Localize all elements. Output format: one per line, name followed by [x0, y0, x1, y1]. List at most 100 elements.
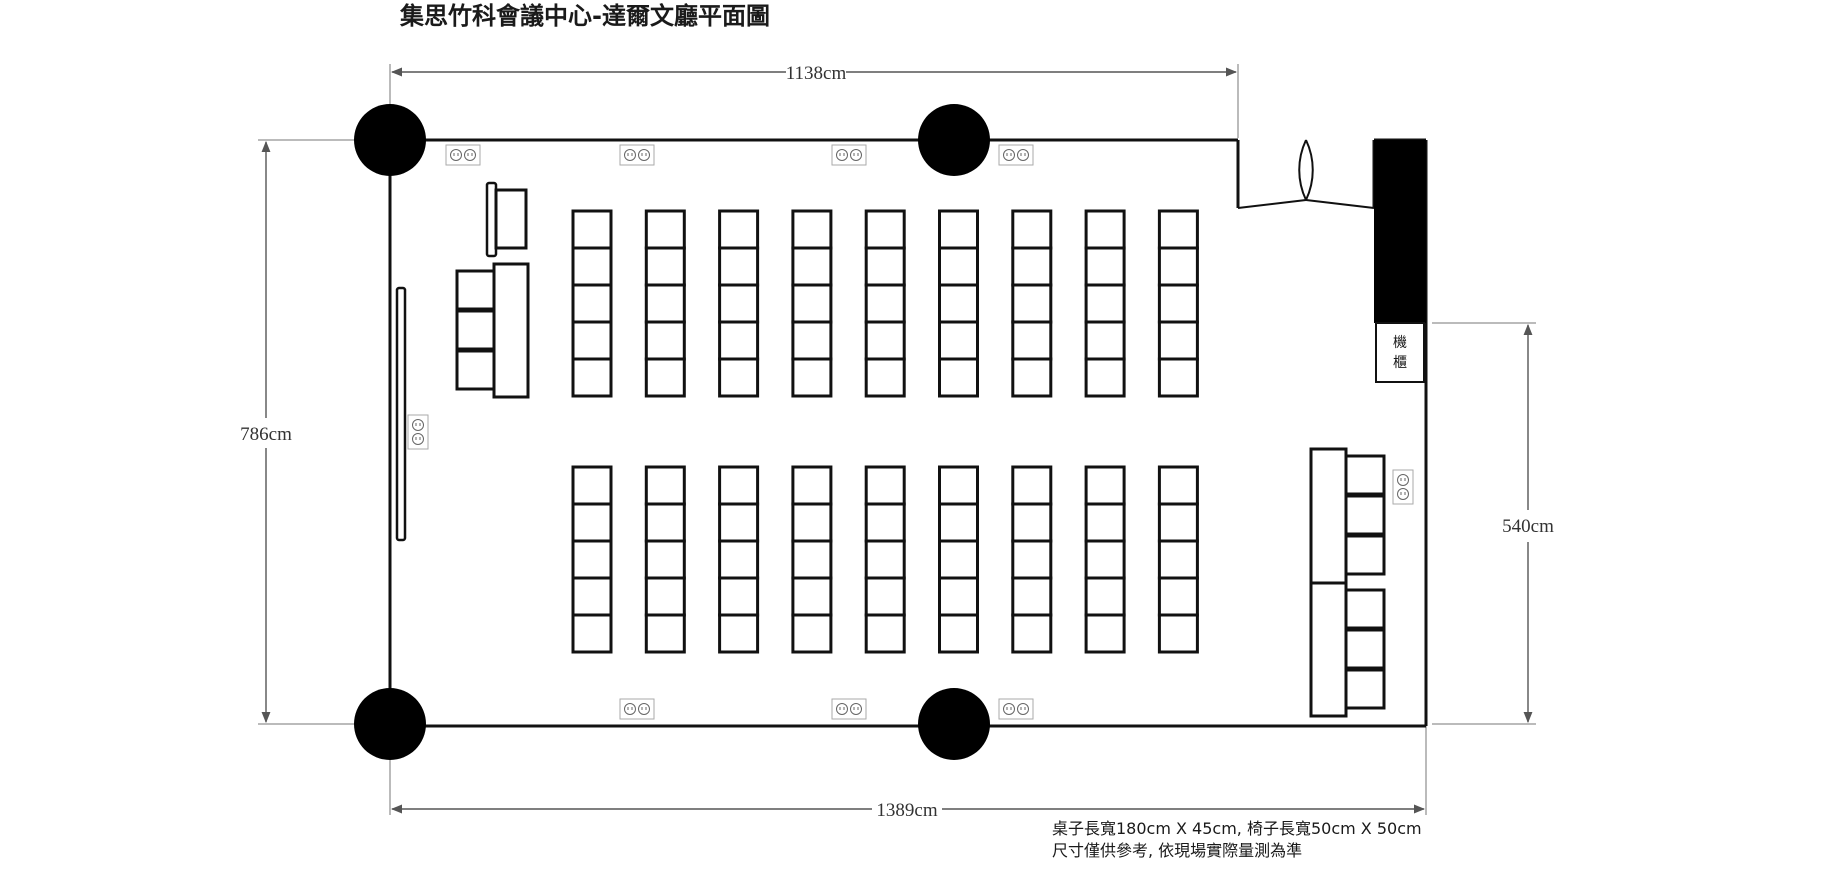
dimension-right: 540cm	[1432, 322, 1554, 725]
audience-chair	[1084, 209, 1126, 250]
pillars	[354, 104, 990, 760]
audience-chair	[864, 465, 906, 506]
audience-chair	[718, 539, 760, 580]
audience-chair	[1084, 502, 1126, 543]
audience-chair	[864, 320, 906, 361]
audience-chair	[644, 539, 686, 580]
audience-chair	[1084, 465, 1126, 506]
audience-chair	[1157, 465, 1199, 506]
audience-chair	[1011, 320, 1053, 361]
audience-chair	[864, 576, 906, 617]
audience-chair	[644, 246, 686, 287]
speaker-table	[455, 262, 530, 399]
audience-chair	[718, 320, 760, 361]
audience-chair	[1157, 209, 1199, 250]
power-outlet-icon	[619, 698, 655, 720]
audience-chair	[1011, 246, 1053, 287]
audience-chair	[1157, 539, 1199, 580]
audience-chair	[791, 357, 833, 398]
audience-chair	[644, 465, 686, 506]
power-outlet-icon	[998, 144, 1034, 166]
power-outlet-icon	[831, 144, 867, 166]
audience-chair	[571, 246, 613, 287]
audience-chair	[864, 539, 906, 580]
audience-chair	[1157, 613, 1199, 654]
audience-chair	[571, 502, 613, 543]
audience-chair	[1157, 283, 1199, 324]
audience-chair	[644, 613, 686, 654]
power-outlet-icon	[1392, 469, 1414, 505]
audience-seating	[571, 209, 1199, 654]
podium	[485, 181, 528, 258]
dimension-left: 786cm	[240, 139, 390, 725]
audience-chair	[571, 613, 613, 654]
pillar-top-left	[354, 104, 426, 176]
audience-chair	[938, 320, 979, 361]
audience-chair	[1011, 465, 1053, 506]
audience-chair	[718, 283, 760, 324]
audience-chair	[791, 320, 833, 361]
power-outlet-icon	[619, 144, 655, 166]
audience-chair	[571, 576, 613, 617]
dimension-left-label: 786cm	[240, 424, 292, 445]
note-disclaimer: 尺寸僅供參考, 依現場實際量測為準	[1052, 841, 1302, 860]
audience-chair	[718, 357, 760, 398]
audience-chair	[864, 357, 906, 398]
side-chair	[1344, 494, 1386, 536]
dimension-right-label: 540cm	[1502, 516, 1554, 537]
cabinet-label-2: 櫃	[1393, 355, 1407, 371]
audience-chair	[571, 539, 613, 580]
audience-chair	[938, 502, 979, 543]
room-walls	[388, 138, 1428, 728]
audience-chair	[1011, 576, 1053, 617]
audience-chair	[1084, 539, 1126, 580]
audience-chair	[791, 539, 833, 580]
dimension-bottom-label: 1389cm	[876, 800, 937, 821]
audience-chair	[718, 502, 760, 543]
audience-chair	[644, 283, 686, 324]
power-outlet-icon	[998, 698, 1034, 720]
audience-chair	[571, 465, 613, 506]
audience-chair	[864, 209, 906, 250]
speaker-chair	[455, 269, 496, 311]
audience-chair	[938, 613, 979, 654]
audience-chair	[1157, 576, 1199, 617]
note-table-size: 桌子長寬180cm X 45cm, 椅子長寬50cm X 50cm	[1052, 819, 1422, 838]
equipment-cabinet: 機 櫃	[1374, 140, 1426, 383]
audience-chair	[791, 613, 833, 654]
side-chair	[1344, 628, 1386, 670]
audience-chair	[718, 465, 760, 506]
side-chair	[1344, 534, 1386, 576]
audience-chair	[1157, 357, 1199, 398]
plan-title: 集思竹科會議中心-達爾文廳平面圖	[399, 2, 770, 30]
audience-chair	[718, 246, 760, 287]
audience-chair	[1084, 357, 1126, 398]
audience-chair	[571, 320, 613, 361]
audience-chair	[938, 465, 979, 506]
dimension-top: 1138cm	[389, 63, 1239, 140]
audience-chair	[1011, 539, 1053, 580]
audience-chair	[1157, 320, 1199, 361]
audience-chair	[571, 357, 613, 398]
audience-chair	[1084, 576, 1126, 617]
audience-chair	[791, 209, 833, 250]
audience-chair	[938, 246, 979, 287]
audience-chair	[1011, 357, 1053, 398]
audience-chair	[791, 246, 833, 287]
audience-chair	[1084, 283, 1126, 324]
audience-chair	[644, 357, 686, 398]
audience-chair	[718, 613, 760, 654]
audience-chair	[1157, 502, 1199, 543]
double-door	[1237, 139, 1376, 209]
audience-chair	[791, 465, 833, 506]
audience-chair	[864, 613, 906, 654]
audience-chair	[1011, 613, 1053, 654]
audience-chair	[1084, 246, 1126, 287]
audience-chair	[718, 576, 760, 617]
power-outlet-icon	[407, 414, 429, 450]
audience-chair	[1011, 209, 1053, 250]
side-tables-right	[1309, 447, 1386, 718]
projection-screen	[395, 286, 407, 542]
side-chair	[1344, 454, 1386, 496]
